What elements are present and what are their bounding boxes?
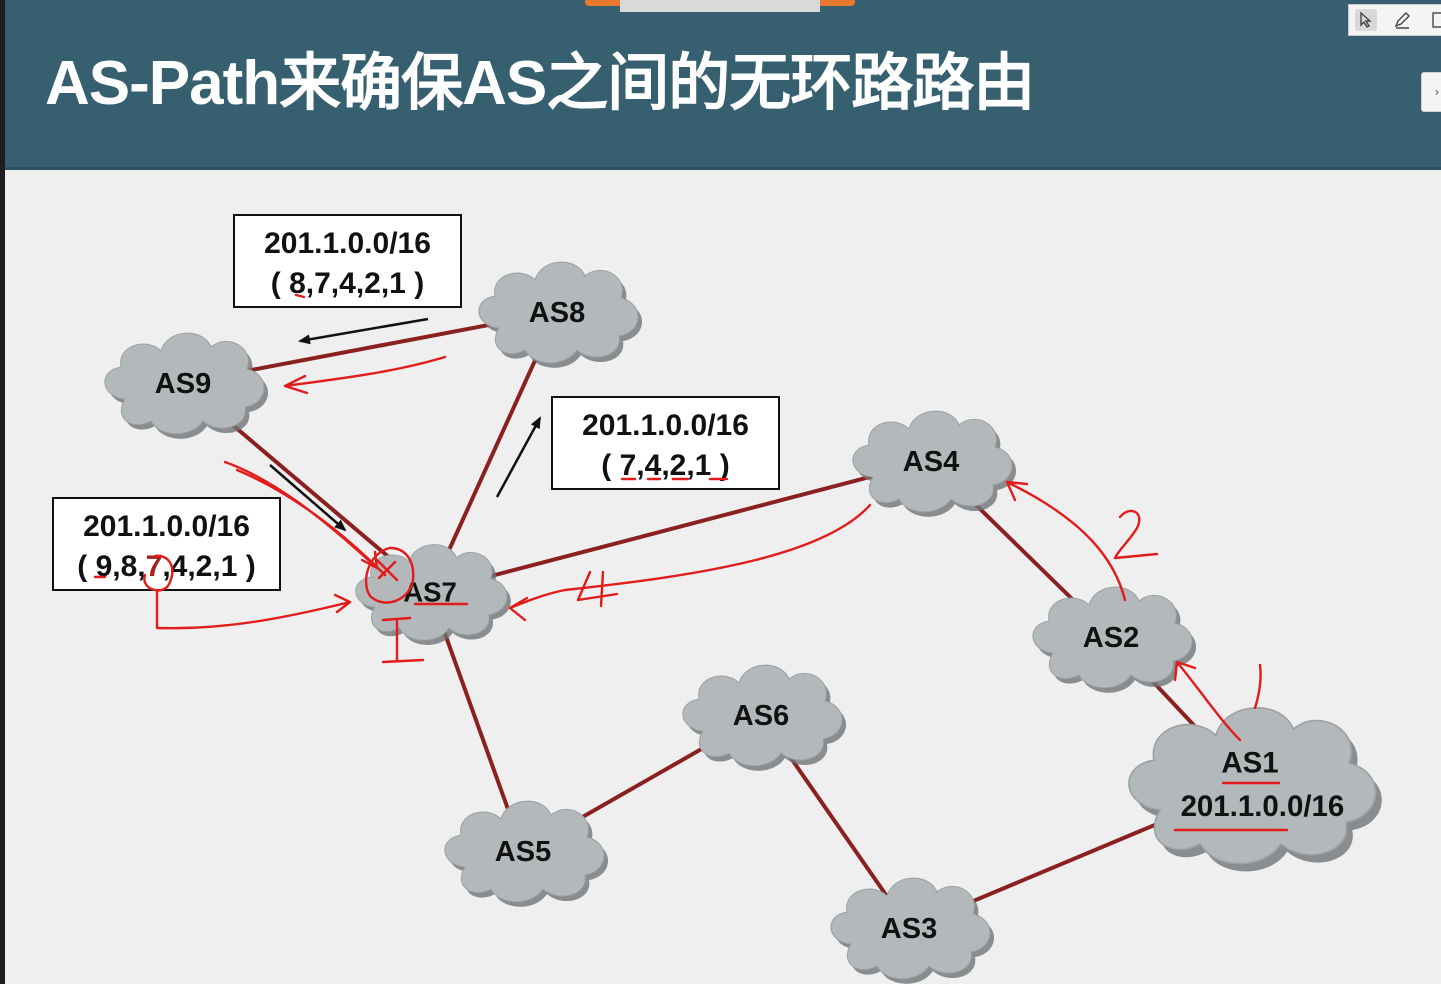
- pen-circle-7: [143, 554, 174, 592]
- pen-circle-as7: [364, 546, 415, 604]
- pen-tool-icon[interactable]: [1391, 9, 1413, 31]
- node-label-as5: AS5: [495, 836, 551, 868]
- arrow-as8-to-as9: [298, 317, 429, 345]
- node-label-as9: AS9: [155, 368, 211, 400]
- cloud-as2: AS2: [1032, 586, 1197, 693]
- route-prefix: 201.1.0.0/16: [582, 409, 749, 442]
- slide-title: AS-Path来确保AS之间的无环路路由: [45, 49, 1035, 118]
- node-label-as4: AS4: [903, 446, 959, 478]
- node-label-as1: AS1: [1221, 747, 1278, 780]
- arrow-as7-to-as8: [495, 416, 542, 498]
- route-box-as8_to_as9: 201.1.0.0/16 ( 8,7,4,2,1 ): [233, 214, 462, 308]
- node-sublabel-as1: 201.1.0.0/16: [1181, 790, 1345, 823]
- node-label-as6: AS6: [733, 700, 789, 732]
- pen-toolbar: [1348, 4, 1441, 36]
- pen-arrow-as9-to-as7: [223, 460, 387, 577]
- node-label-as8: AS8: [529, 297, 585, 329]
- pen-arrow-box-to-as7: [155, 588, 352, 630]
- route-prefix: 201.1.0.0/16: [264, 227, 431, 260]
- pen-digit-1: [381, 616, 425, 664]
- route-as-path: ( 7,4,2,1 ): [601, 449, 729, 482]
- tab-indicator: [585, 0, 855, 12]
- arrow-as9-to-as7: [269, 464, 347, 532]
- pen-arrow-as2-to-as4: [1005, 480, 1127, 602]
- pen-digit-4: [576, 570, 619, 608]
- cloud-as4: AS4: [852, 410, 1017, 517]
- cloud-as8: AS8: [478, 261, 643, 368]
- node-label-as3: AS3: [881, 913, 937, 945]
- pen-arrow-as4-to-as7: [508, 503, 872, 622]
- cloud-as6: AS6: [682, 664, 847, 771]
- pen-arrow-as1-to-as2: [1173, 660, 1242, 742]
- cloud-as7: AS7: [355, 544, 511, 645]
- collapse-panel-icon[interactable]: ›: [1421, 72, 1441, 112]
- node-label-as2: AS2: [1083, 622, 1139, 654]
- shape-tool-icon[interactable]: [1427, 9, 1441, 31]
- pen-arrow-as8-to-as9: [283, 355, 447, 395]
- title-bar: AS-Path来确保AS之间的无环路路由: [5, 0, 1441, 170]
- link-as7-as4: [429, 459, 932, 594]
- underline-box1: [294, 293, 306, 299]
- route-box-as9_to_as7: 201.1.0.0/16 ( 9,8,7,4,2,1 ): [52, 497, 281, 591]
- route-as-path: ( 9,8,7,4,2,1 ): [77, 550, 255, 583]
- cloud-as5: AS5: [444, 800, 609, 907]
- select-tool-icon[interactable]: [1355, 9, 1377, 31]
- pen-cross-as7: [375, 558, 399, 582]
- route-as-path: ( 8,7,4,2,1 ): [271, 267, 424, 300]
- route-box-as7_to_as8: 201.1.0.0/16 ( 7,4,2,1 ): [551, 396, 780, 490]
- route-prefix: 201.1.0.0/16: [83, 510, 250, 543]
- cloud-as3: AS3: [830, 877, 995, 984]
- cloud-as9: AS9: [104, 332, 269, 439]
- pen-mark-as1: [1253, 663, 1262, 710]
- cloud-as1: AS1 201.1.0.0/16: [1128, 707, 1382, 872]
- pen-digit-2: [1113, 509, 1159, 560]
